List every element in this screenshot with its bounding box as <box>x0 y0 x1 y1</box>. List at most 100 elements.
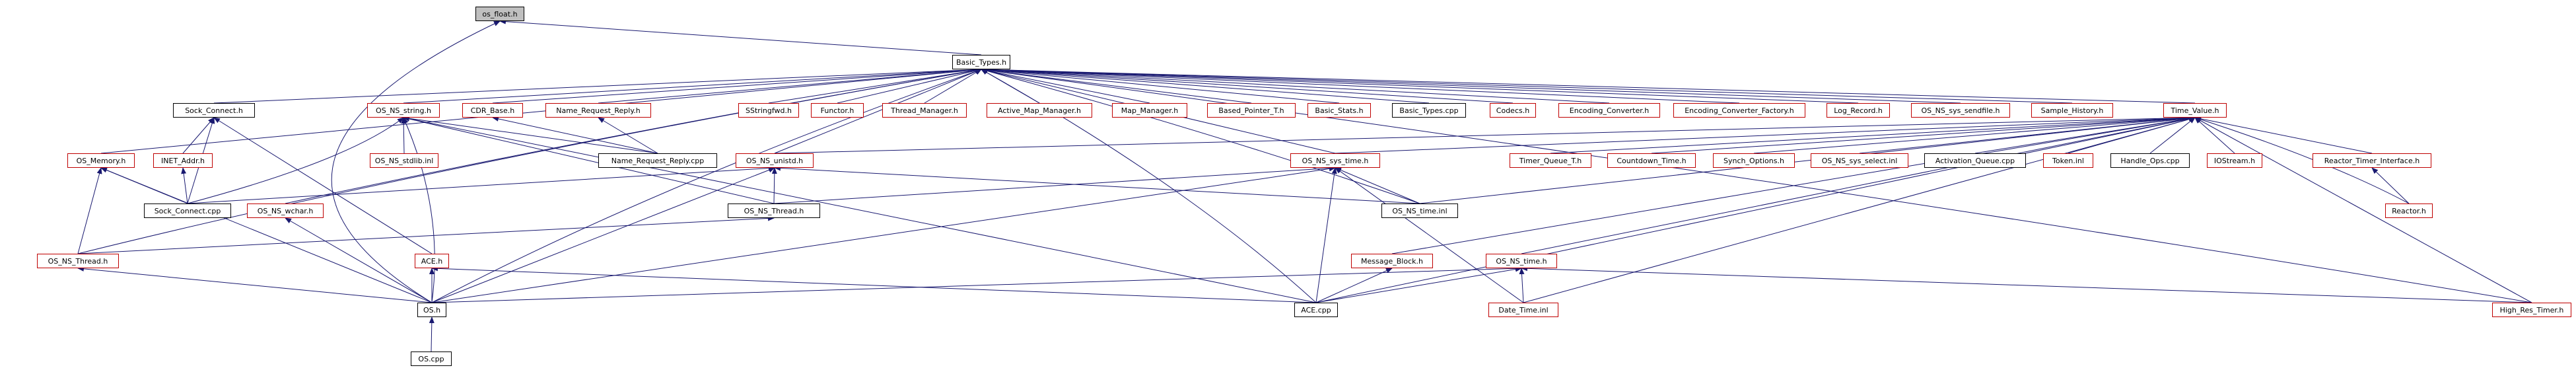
edge-os_h-to-os_memory_h <box>100 167 433 303</box>
node-map-manager-h[interactable]: Map_Manager.h <box>1112 103 1187 118</box>
edge-encoding_converter_h-to-basic_types_h <box>981 67 1610 104</box>
edge-os_ns_time_inl-to-os_ns_unistd_h <box>774 165 1420 204</box>
node-os-ns-time-h[interactable]: OS_NS_time.h <box>1486 254 1557 268</box>
node-iostream-h[interactable]: IOStream.h <box>2207 153 2262 168</box>
node-sock-connect-h[interactable]: Sock_Connect.h <box>173 103 255 118</box>
node-os-ns-stdlib-inl[interactable]: OS_NS_stdlib.inl <box>370 153 438 168</box>
node-os-ns-sys-time-h[interactable]: OS_NS_sys_time.h <box>1290 153 1380 168</box>
edge-os_h-to-os_ns_unistd_h <box>431 167 775 303</box>
node-os-ns-thread-h-left[interactable]: OS_NS_Thread.h <box>37 254 119 268</box>
node-high-res-timer-h[interactable]: High_Res_Timer.h <box>2492 303 2571 317</box>
node-encoding-converter-h[interactable]: Encoding_Converter.h <box>1558 103 1660 118</box>
node-ace-h[interactable]: ACE.h <box>415 254 449 268</box>
edge-os_ns_sys_sendfile_h-to-basic_types_h <box>981 67 1961 104</box>
node-reactor-h[interactable]: Reactor.h <box>2385 204 2433 218</box>
edge-synch_options_h-to-time_value_h <box>1753 115 2196 154</box>
node-sstringfwd-h[interactable]: SStringfwd.h <box>738 103 799 118</box>
node-log-record-h[interactable]: Log_Record.h <box>1827 103 1890 118</box>
edge-sock_connect_h-to-basic_types_h <box>213 67 982 104</box>
edge-inet_addr_h-to-sock_connect_h <box>182 117 215 154</box>
edge-name_request_reply_cpp-to-os_ns_string_h <box>403 116 658 154</box>
edge-basic_types_h-to-os_float_h <box>499 18 982 56</box>
edge-ace_cpp-to-os_ns_time_h <box>1315 266 1522 303</box>
edge-os_ns_thread_h_left-to-basic_types_h <box>77 67 982 254</box>
node-thread-manager-h[interactable]: Thread_Manager.h <box>882 103 967 118</box>
edge-os_h-to-os_ns_time_h <box>431 266 1522 303</box>
edge-os_cpp-to-os_h <box>429 316 435 352</box>
node-os-ns-wchar-h[interactable]: OS_NS_wchar.h <box>247 204 324 218</box>
edge-os_ns_time_inl-to-time_value_h <box>1419 116 2196 204</box>
node-os-memory-h[interactable]: OS_Memory.h <box>67 153 135 168</box>
edge-high_res_timer_h-to-time_value_h <box>2194 117 2532 303</box>
edge-message_block_h-to-time_value_h <box>1391 116 2196 254</box>
node-basic-types-cpp[interactable]: Basic_Types.cpp <box>1392 103 1466 118</box>
edge-ace_cpp-to-time_value_h <box>1315 116 2196 303</box>
node-os-ns-unistd-h[interactable]: OS_NS_unistd.h <box>736 153 814 168</box>
node-os-ns-string-h[interactable]: OS_NS_string.h <box>367 103 440 118</box>
edge-os_h-to-os_float_h <box>331 20 501 303</box>
node-activation-queue-cpp[interactable]: Activation_Queue.cpp <box>1924 153 2026 168</box>
node-date-time-inl[interactable]: Date_Time.inl <box>1488 303 1558 317</box>
node-cdr-base-h[interactable]: CDR_Base.h <box>462 103 523 118</box>
node-based-pointer-t-h[interactable]: Based_Pointer_T.h <box>1207 103 1296 118</box>
node-basic-stats-h[interactable]: Basic_Stats.h <box>1307 103 1371 118</box>
edge-map_manager_h-to-basic_types_h <box>981 67 1150 104</box>
edge-encoding_converter_factory_h-to-basic_types_h <box>981 67 1740 104</box>
edge-basic_stats_h-to-basic_types_h <box>981 67 1340 104</box>
node-name-request-reply-h[interactable]: Name_Request_Reply.h <box>545 103 651 118</box>
node-basic-types-h[interactable]: Basic_Types.h <box>952 55 1010 69</box>
node-sample-history-h[interactable]: Sample_History.h <box>2031 103 2113 118</box>
node-os-ns-thread-h[interactable]: OS_NS_Thread.h <box>728 204 820 218</box>
edge-os_h-to-os_ns_string_h <box>403 117 435 303</box>
node-ace-cpp[interactable]: ACE.cpp <box>1294 303 1338 317</box>
edge-ace_cpp-to-ace_h <box>431 266 1317 303</box>
node-encoding-converter-factory-h[interactable]: Encoding_Converter_Factory.h <box>1673 103 1805 118</box>
edge-os_memory_h-to-basic_types_h <box>100 67 982 154</box>
node-synch-options-h[interactable]: Synch_Options.h <box>1713 153 1795 168</box>
node-message-block-h[interactable]: Message_Block.h <box>1351 254 1433 268</box>
edge-name_request_reply_cpp-to-cdr_base_h <box>492 116 658 154</box>
edge-name_request_reply_h-to-basic_types_h <box>598 67 982 104</box>
edge-os_ns_thread_h_left-to-os_memory_h <box>77 167 102 254</box>
node-sock-connect-cpp[interactable]: Sock_Connect.cpp <box>144 204 231 218</box>
node-os-ns-sys-sendfile-h[interactable]: OS_NS_sys_sendfile.h <box>1911 103 2010 118</box>
node-handle-ops-cpp[interactable]: Handle_Ops.cpp <box>2110 153 2190 168</box>
edge-date_time_inl-to-os_ns_time_h <box>1519 268 1525 303</box>
edge-high_res_timer_h-to-os_ns_time_h <box>1521 266 2532 303</box>
edge-ace_h-to-sock_connect_h <box>213 117 433 254</box>
node-countdown-time-h[interactable]: Countdown_Time.h <box>1607 153 1696 168</box>
node-timer-queue-t-h[interactable]: Timer_Queue_T.h <box>1510 153 1591 168</box>
edge-ace_cpp-to-os_ns_sys_time_h <box>1315 167 1337 303</box>
edge-basic_types_cpp-to-basic_types_h <box>981 67 1430 104</box>
edge-os_ns_thread_h-to-os_ns_sys_time_h <box>773 165 1336 204</box>
node-name-request-reply-cpp[interactable]: Name_Request_Reply.cpp <box>598 153 717 168</box>
edge-date_time_inl-to-os_ns_sys_time_h <box>1335 167 1524 303</box>
edge-ace_cpp-to-message_block_h <box>1315 268 1393 303</box>
node-token-inl[interactable]: Token.inl <box>2043 153 2093 168</box>
node-os-ns-sys-select-inl[interactable]: OS_NS_sys_select.inl <box>1811 153 1908 168</box>
node-time-value-h[interactable]: Time_Value.h <box>2163 103 2227 118</box>
edge-name_request_reply_cpp-to-name_request_reply_h <box>598 117 658 154</box>
edge-os_h-to-os_ns_wchar_h <box>285 217 433 303</box>
edge-based_pointer_t_h-to-basic_types_h <box>981 67 1252 104</box>
edge-sample_history_h-to-basic_types_h <box>981 67 2073 104</box>
edge-reactor_timer_interface_h-to-time_value_h <box>2194 116 2373 154</box>
edge-ace_cpp-to-basic_types_h <box>981 69 1317 303</box>
edge-os_ns_time_inl-to-basic_types_h <box>981 68 1420 204</box>
node-os-ns-time-inl[interactable]: OS_NS_time.inl <box>1381 204 1458 218</box>
node-codecs-h[interactable]: Codecs.h <box>1490 103 1536 118</box>
edge-os_h-to-os_ns_thread_h_left <box>77 266 433 303</box>
node-functor-h[interactable]: Functor.h <box>811 103 864 118</box>
edge-handle_ops_cpp-to-time_value_h <box>2149 117 2196 154</box>
node-reactor-timer-interface-h[interactable]: Reactor_Timer_Interface.h <box>2313 153 2431 168</box>
node-os-h[interactable]: OS.h <box>417 303 446 317</box>
edge-cdr_base_h-to-basic_types_h <box>492 67 982 104</box>
edge-sstringfwd_h-to-basic_types_h <box>768 67 982 104</box>
node-os-cpp[interactable]: OS.cpp <box>411 352 452 366</box>
edge-reactor_h-to-reactor_timer_interface_h <box>2371 167 2410 204</box>
node-os-float-h: os_float.h <box>475 7 524 21</box>
node-inet-addr-h[interactable]: INET_Addr.h <box>153 153 213 168</box>
edge-os_ns_stdlib_inl-to-os_ns_string_h <box>401 117 407 154</box>
node-active-map-manager-h[interactable]: Active_Map_Manager.h <box>987 103 1092 118</box>
